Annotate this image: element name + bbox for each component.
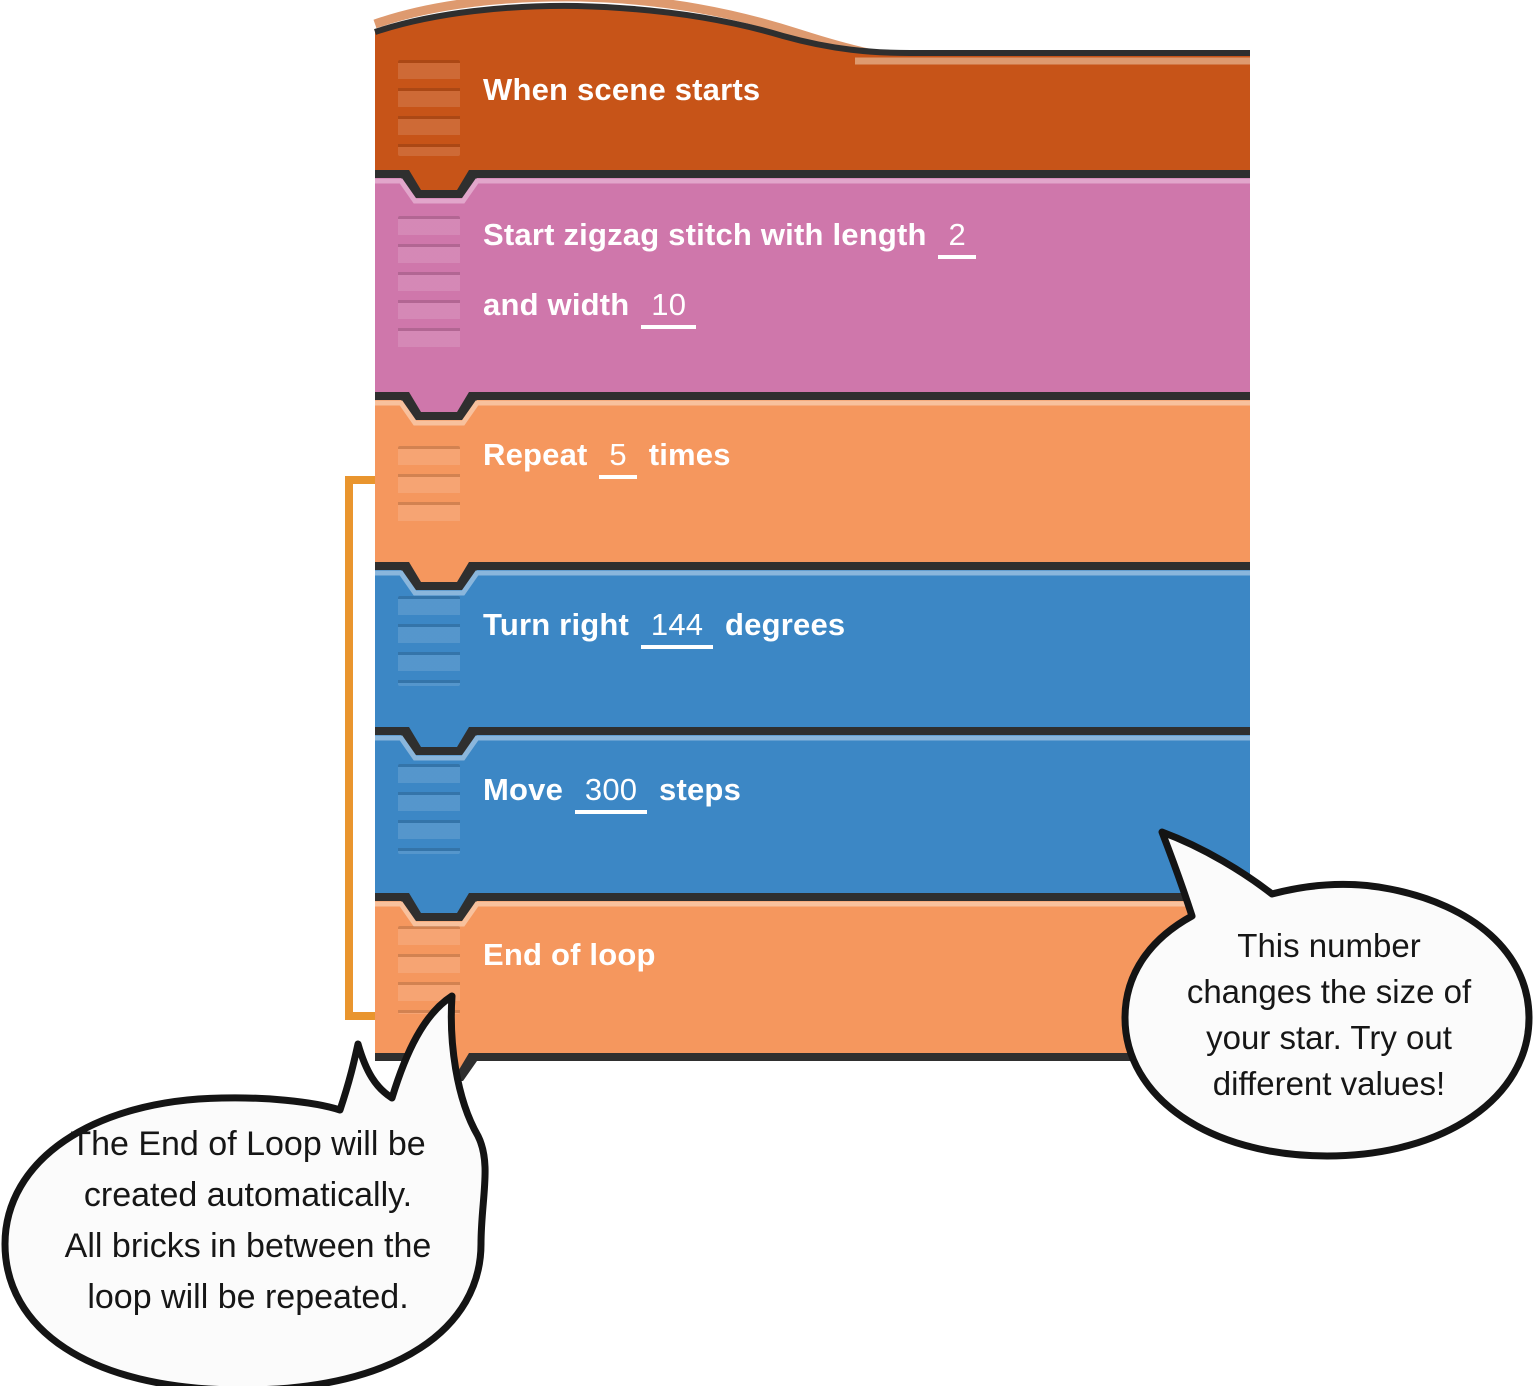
grip-lines-icon [398, 216, 460, 356]
brick-notch [375, 392, 1250, 426]
brick-notch [375, 727, 1250, 761]
brick-start-zigzag-stitch[interactable]: Start zigzag stitch with length 2 and wi… [375, 170, 1250, 392]
brick-bottom-tab [375, 1053, 1250, 1081]
steps-value-field[interactable]: 300 [574, 774, 648, 814]
grip-lines-icon [398, 446, 460, 530]
grip-lines-icon [398, 60, 460, 156]
brick-move-steps[interactable]: Move 300 steps [375, 727, 1250, 893]
brick-repeat[interactable]: Repeat 5 times [375, 392, 1250, 562]
brick-label-text: and width [483, 287, 630, 322]
brick-label: and width 10 [483, 287, 699, 329]
callout-move-value-text: This number changes the size of your sta… [1186, 927, 1472, 1102]
brick-label-text: Move [483, 772, 564, 807]
brick-notch [375, 893, 1250, 927]
brick-notch [375, 562, 1250, 596]
brick-label: When scene starts [483, 72, 761, 107]
callout-end-of-loop-text: The End of Loop will be created automati… [64, 1125, 432, 1316]
brick-when-scene-starts[interactable]: When scene starts [373, 0, 1250, 170]
brick-end-of-loop[interactable]: End of loop [375, 893, 1250, 1053]
brick-label: End of loop [483, 937, 656, 972]
brick-label: Start zigzag stitch with length 2 [483, 217, 979, 259]
brick-label-text: steps [659, 772, 742, 807]
degrees-value-field[interactable]: 144 [640, 609, 714, 649]
brick-label-text: Start zigzag stitch with length [483, 217, 927, 252]
brick-label: Move 300 steps [483, 772, 741, 814]
width-value-field[interactable]: 10 [641, 289, 697, 329]
brick-turn-right[interactable]: Turn right 144 degrees [375, 562, 1250, 727]
brick-label-text: Repeat [483, 437, 588, 472]
brick-notch [375, 170, 1250, 204]
grip-lines-icon [398, 926, 460, 1014]
brick-stack: When scene starts Start zigzag stitch wi… [373, 0, 1250, 1095]
hat-brick-shape [373, 0, 1250, 170]
brick-label: Repeat 5 times [483, 437, 731, 479]
brick-label-text: times [648, 437, 731, 472]
loop-bracket [345, 476, 379, 1020]
grip-lines-icon [398, 764, 460, 854]
brick-label: Turn right 144 degrees [483, 607, 845, 649]
length-value-field[interactable]: 2 [938, 219, 976, 259]
brick-label-text: degrees [725, 607, 846, 642]
repeat-count-field[interactable]: 5 [599, 439, 637, 479]
brick-label-text: Turn right [483, 607, 630, 642]
grip-lines-icon [398, 596, 460, 686]
